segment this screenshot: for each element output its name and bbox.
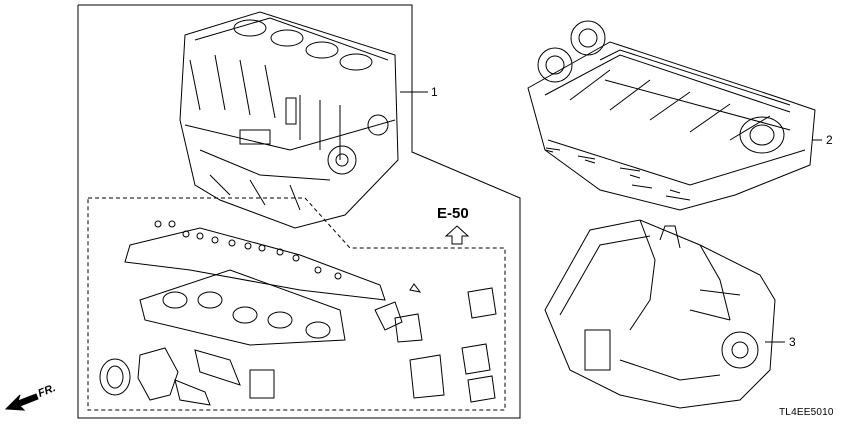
callout-2: 2 [826,133,833,147]
reference-label[interactable]: E-50 [437,205,469,222]
kit-frame [77,4,521,419]
callout-1: 1 [431,85,438,99]
cylinder-head [527,20,816,211]
reference-arrow-icon [444,225,470,245]
transmission [544,219,776,409]
diagram-code: TL4EE5010 [779,407,834,418]
gasket-kit-dashed-box [87,197,506,411]
short-block-engine [179,11,399,229]
gasket-kit-parts [99,220,497,406]
front-arrow-icon [4,393,39,411]
callout-3: 3 [789,335,796,349]
